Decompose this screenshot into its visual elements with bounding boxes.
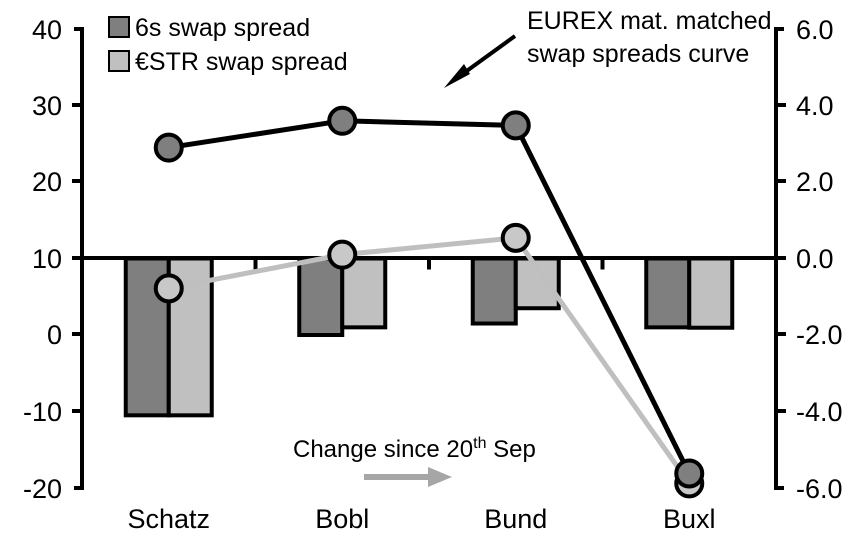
right-axis: 6.0 4.0 2.0 0.0 -2.0 -4.0 -6.0 (774, 15, 843, 504)
left-axis-tick-label-30: 30 (32, 91, 62, 121)
category-label-bobl: Bobl (315, 504, 369, 534)
left-axis: 40 30 20 10 0 -10 -20 (23, 15, 84, 504)
right-axis-tick-label-4: 4.0 (796, 91, 834, 121)
line-marker-bobl (327, 239, 358, 270)
left-axis-tick-label-40: 40 (32, 15, 62, 45)
right-axis-tick-label-2: 2.0 (796, 167, 834, 197)
right-axis-tick-label-6: 6.0 (796, 15, 834, 45)
line-marker-bobl (327, 105, 358, 136)
category-label-schatz: Schatz (127, 504, 210, 534)
bars-layer (123, 256, 735, 418)
left-axis-tick-label-0: 0 (47, 320, 62, 350)
right-axis-ticks (776, 103, 786, 413)
right-axis-tick-label-neg4: -4.0 (796, 397, 843, 427)
line-path (166, 118, 692, 476)
annotation-line-1: EUREX mat. matched (527, 7, 772, 35)
category-ticks (253, 258, 605, 270)
line-marker-buxl (674, 458, 705, 489)
line-path (166, 235, 692, 486)
annotation-arrow-icon (444, 34, 517, 88)
left-axis-tick-label-neg20: -20 (23, 474, 62, 504)
legend-label-6s: 6s swap spread (135, 14, 310, 42)
category-labels: Schatz Bobl Bund Buxl (127, 504, 715, 534)
right-axis-tick-label-neg6: -6.0 (796, 474, 843, 504)
category-label-bund: Bund (484, 504, 547, 534)
legend: 6s swap spread €STR swap spread (108, 14, 348, 76)
legend-swatch-6s (108, 16, 130, 38)
bar-bobl-series2 (340, 256, 388, 330)
line-marker-bund (500, 110, 531, 141)
bar-buxl-series1 (644, 256, 692, 330)
lines-layer (153, 105, 705, 499)
legend-label-estr: €STR swap spread (135, 48, 348, 76)
eurex-curve-annotation: EUREX mat. matched swap spreads curve (444, 7, 772, 88)
note-superscript: th (473, 435, 486, 452)
note-arrow-icon (364, 467, 452, 487)
note-text-before: Change since 20 (293, 436, 473, 463)
line-marker-schatz (153, 132, 184, 163)
category-label-buxl: Buxl (663, 504, 716, 534)
left-axis-tick-label-neg10: -10 (23, 397, 62, 427)
bar-bund-series2 (513, 256, 561, 311)
right-axis-tick-label-neg2: -2.0 (796, 320, 843, 350)
line-marker-bund (500, 222, 531, 253)
bar-bobl-series1 (297, 256, 345, 337)
change-since-note: Change since 20th Sep (293, 435, 536, 487)
change-since-text: Change since 20th Sep (293, 435, 536, 463)
annotation-line-2: swap spreads curve (527, 40, 749, 68)
line-marker-schatz (153, 273, 184, 304)
legend-swatch-estr (108, 50, 130, 72)
right-axis-tick-label-0: 0.0 (796, 244, 834, 274)
bar-buxl-series2 (687, 256, 735, 330)
left-axis-tick-label-10: 10 (32, 244, 62, 274)
left-axis-ticks (72, 103, 82, 413)
left-axis-tick-label-20: 20 (32, 167, 62, 197)
bar-bund-series1 (470, 256, 518, 326)
note-text-after: Sep (486, 436, 535, 463)
